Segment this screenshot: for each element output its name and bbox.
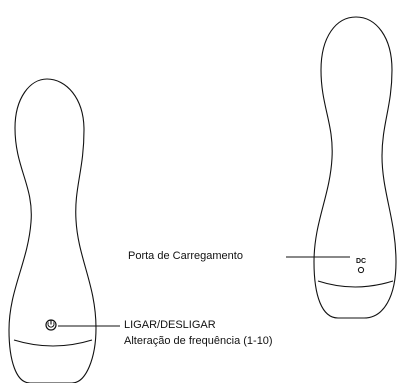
dc-mark: DC — [356, 258, 366, 265]
frequency-label: Alteração de frequência (1-10) — [124, 335, 273, 347]
power-icon — [45, 319, 57, 331]
device-back-band — [317, 280, 394, 288]
device-front-outline — [8, 78, 97, 383]
device-back-outline — [313, 16, 397, 319]
power-label: LIGAR/DESLIGAR — [124, 319, 216, 331]
device-front — [8, 78, 97, 383]
device-back — [313, 16, 397, 319]
charging-port-label: Porta de Carregamento — [128, 250, 243, 262]
device-front-band — [13, 339, 93, 347]
dc-port-icon: DC — [356, 258, 366, 274]
